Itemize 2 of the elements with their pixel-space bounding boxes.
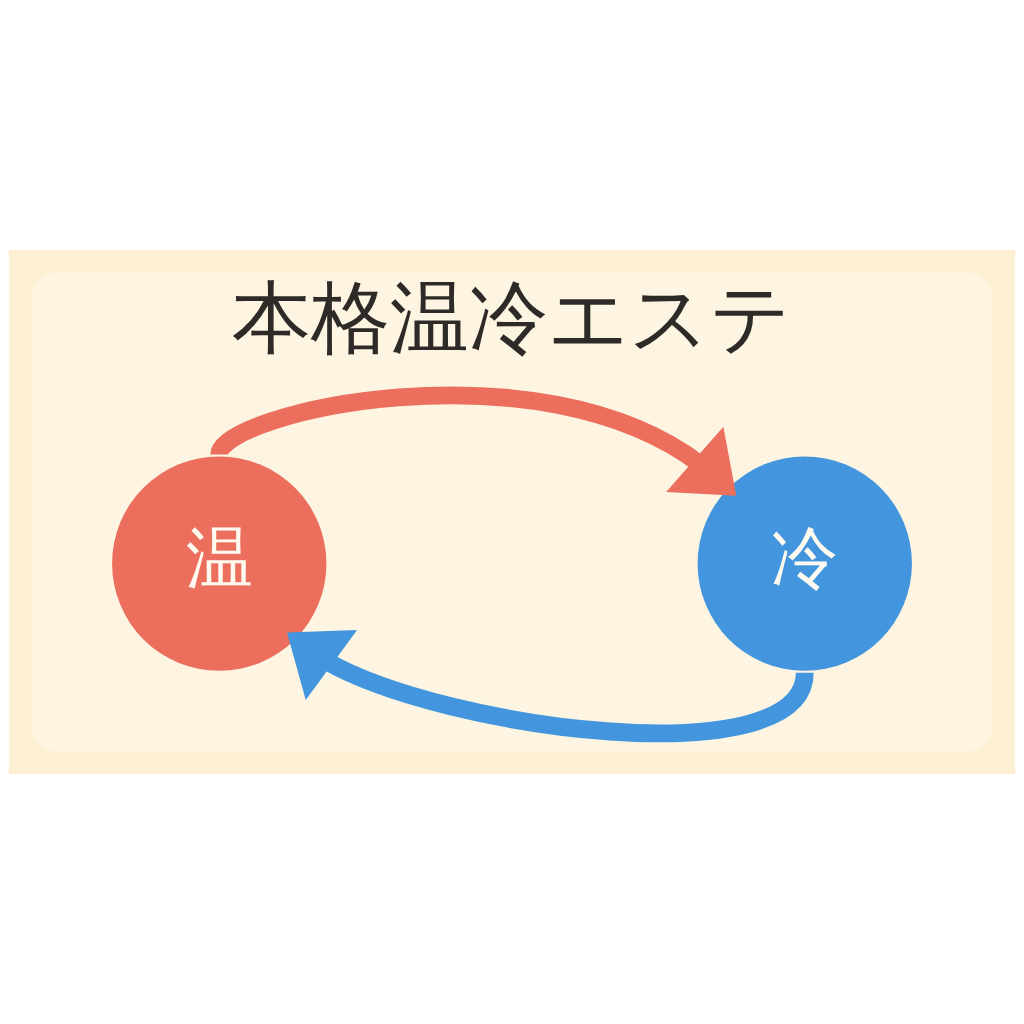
node-circle: 温 [112,456,327,671]
node-circle: 冷 [697,456,912,671]
